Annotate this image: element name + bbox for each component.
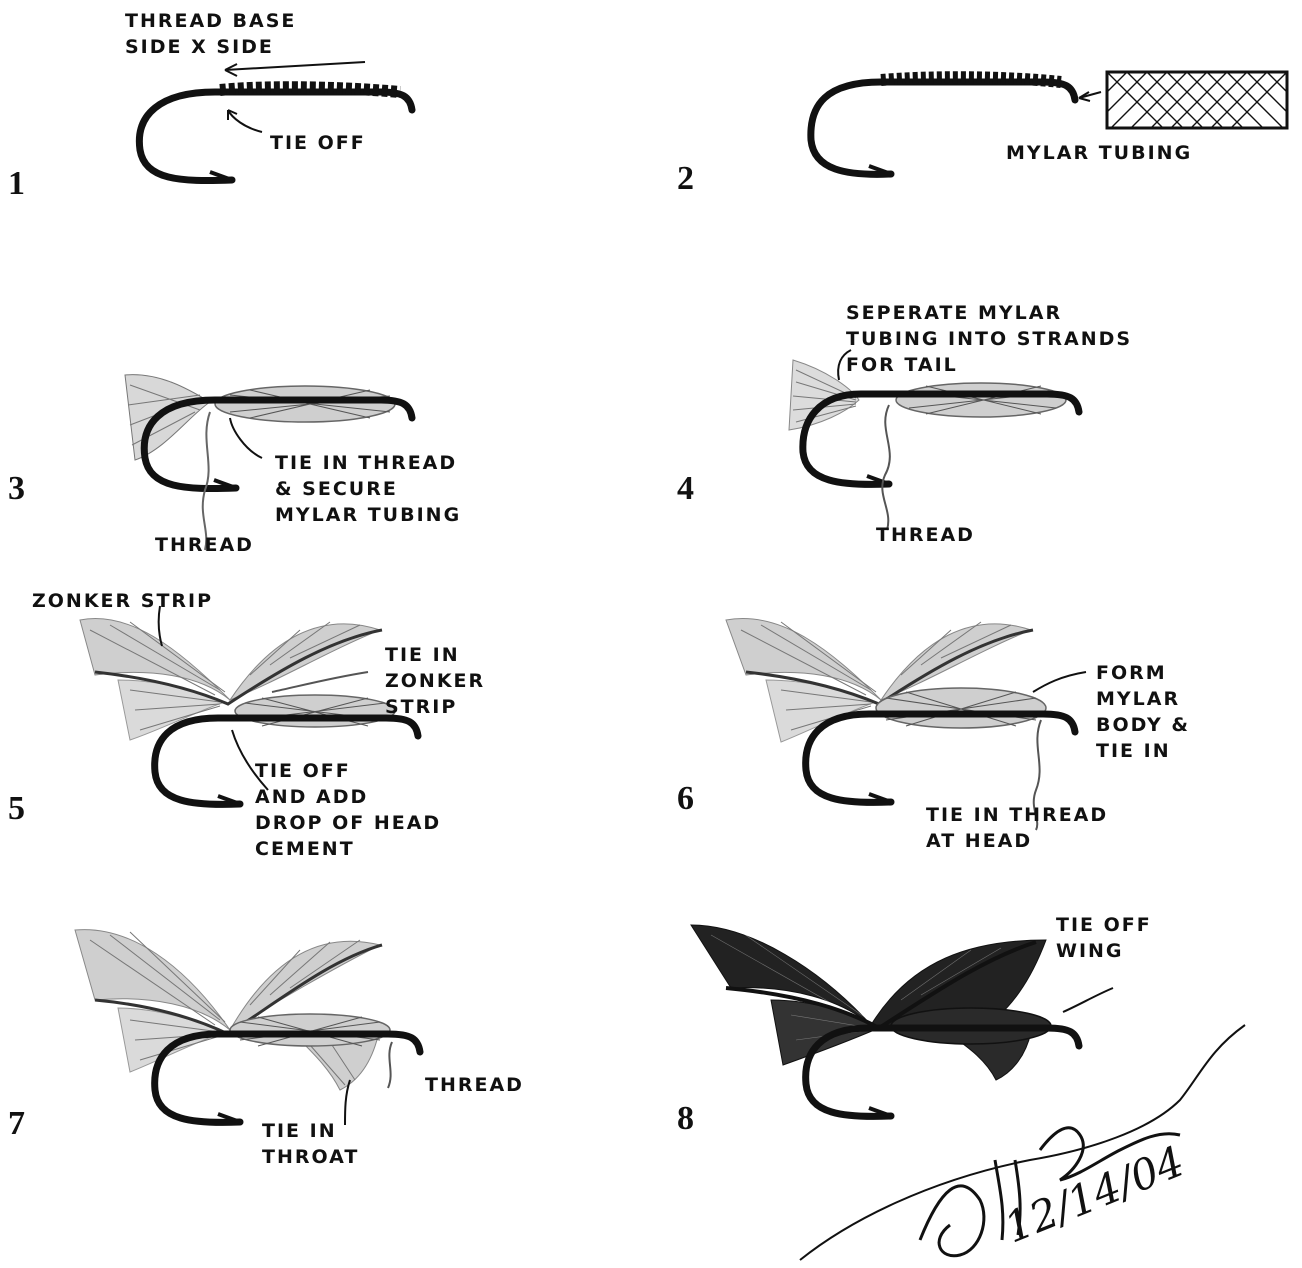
label-tie-off-wing: TIE OFF WING [1056,912,1152,964]
step-3-panel: 3 TIE IN THREAD & SECURE MYLAR TUBING TH… [0,300,651,600]
step-5-panel: 5 ZONKER STRIP TIE IN ZONKER STRIP TIE O… [0,580,651,880]
label-tie-off-head-cement: TIE OFF AND ADD DROP OF HEAD CEMENT [255,758,441,862]
label-tie-in-thread: TIE IN THREAD & SECURE MYLAR TUBING [275,450,461,528]
label-separate-mylar: SEPERATE MYLAR TUBING INTO STRANDS FOR T… [846,300,1132,378]
label-tie-in-zonker: TIE IN ZONKER STRIP [385,642,485,720]
label-tie-off: TIE OFF [270,130,366,156]
label-zonker-strip: ZONKER STRIP [32,588,213,614]
label-form-mylar-body: FORM MYLAR BODY & TIE IN [1096,660,1190,764]
step-1-panel: 1 THREAD BASE SIDE X SIDE TIE OFF [0,0,651,300]
label-thread: THREAD [425,1072,524,1098]
label-thread: THREAD [876,522,975,548]
step-6-panel: 6 FORM MYLAR BODY & TIE IN TIE IN THREAD… [651,580,1302,880]
label-mylar-tubing: MYLAR TUBING [1006,140,1192,166]
label-thread-base: THREAD BASE SIDE X SIDE [125,8,296,60]
step-2-panel: 2 MYLAR TUBING [651,0,1302,300]
label-tie-in-throat: TIE IN THROAT [262,1118,359,1170]
step-4-panel: 4 SEPERATE MYLAR TUBING INTO STRANDS FOR… [651,300,1302,600]
step-7-panel: 7 THREAD TIE IN THROAT [0,900,651,1200]
hook-with-mylar-tubing-illustration [651,0,1302,300]
label-tie-in-thread-head: TIE IN THREAD AT HEAD [926,802,1108,854]
label-thread: THREAD [155,532,254,558]
